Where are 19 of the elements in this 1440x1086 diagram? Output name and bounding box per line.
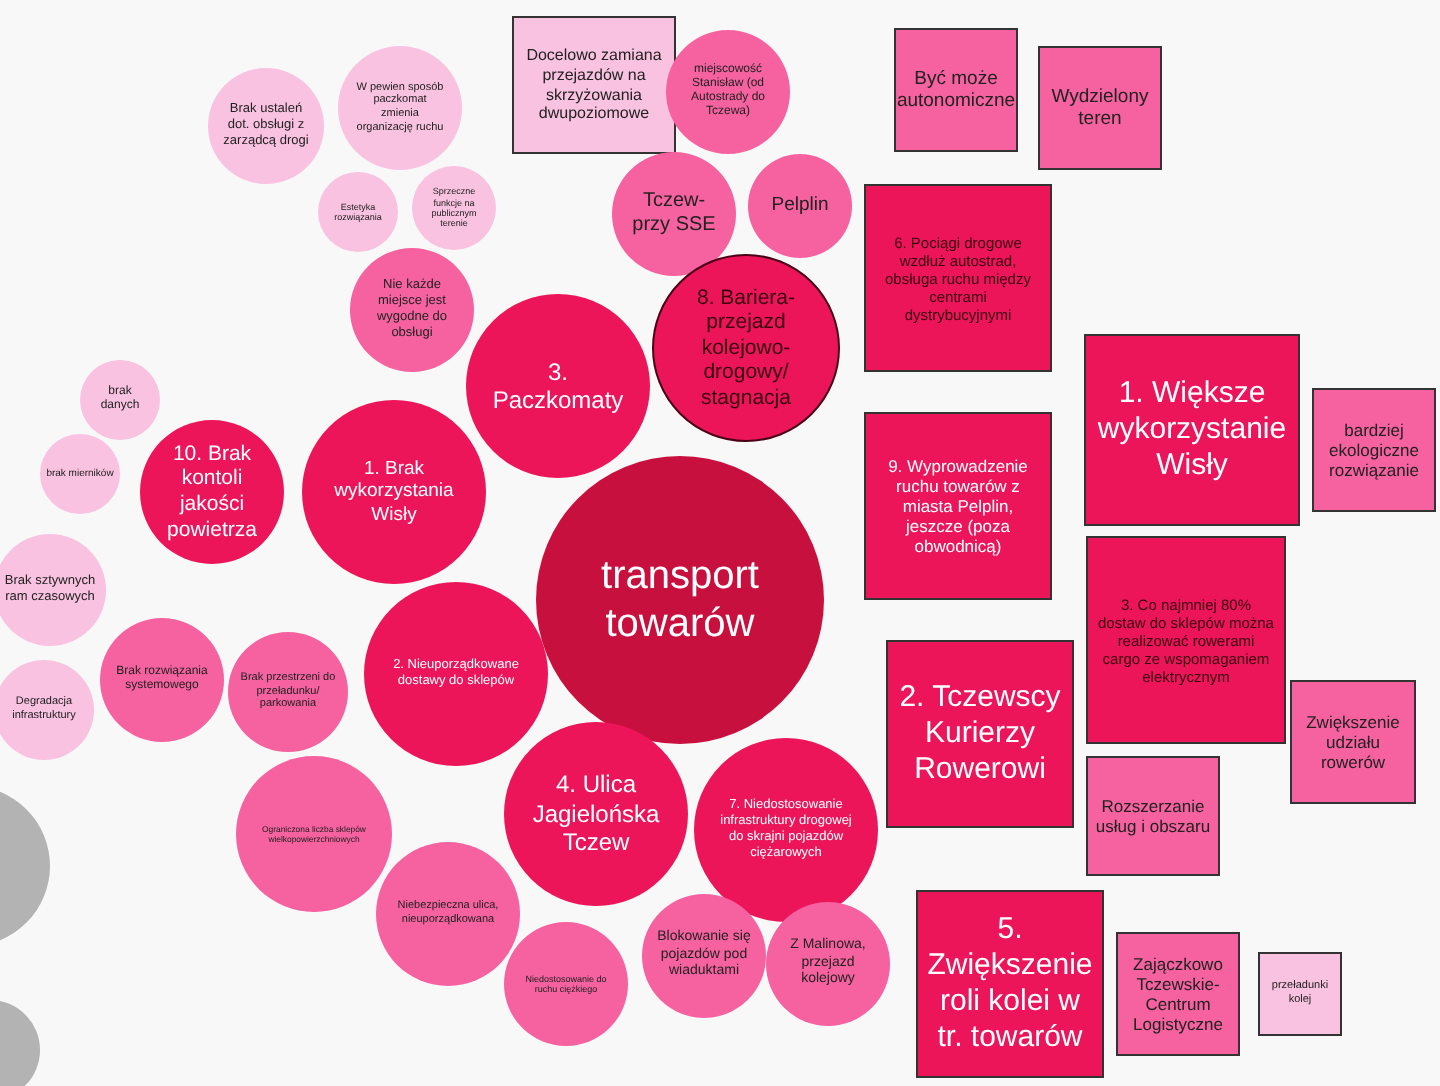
sticky-note: 5. Zwiększenie roli kolei w tr. towarów [916, 890, 1104, 1078]
topic-bubble: 4. Ulica Jagielońska Tczew [504, 722, 688, 906]
topic-bubble: Tczew- przy SSE [612, 152, 736, 276]
sticky-note: 9. Wyprowadzenie ruchu towarów z miasta Pelplin, jeszcze (poza obwodnicą) [864, 412, 1052, 600]
sticky-note: Docelowo zamiana przejazdów na skrzyżowania dwupoziomowe [512, 16, 676, 154]
sticky-note: Być może autonomiczne [894, 28, 1018, 152]
topic-bubble: 8. Bariera- przejazd kolejowo- drogowy/ stagnacja [652, 254, 840, 442]
topic-bubble: Pelplin [748, 154, 852, 258]
topic-bubble: 10. Brak kontoli jakości powietrza [140, 420, 284, 564]
sticky-note: Zajączkowo Tczewskie- Centrum Logistyczne [1116, 932, 1240, 1056]
sticky-note: bardziej ekologiczne rozwiązanie [1312, 388, 1436, 512]
topic-bubble: 1. Brak wykorzystania Wisły [302, 400, 486, 584]
sticky-note: Zwiększenie udziału rowerów [1290, 680, 1416, 804]
sticky-note: 1. Większe wykorzystanie Wisły [1084, 334, 1300, 526]
topic-bubble: 3. Paczkomaty [466, 294, 650, 478]
topic-bubble: transport towarów [536, 456, 824, 744]
sticky-note: 2. Tczewscy Kurierzy Rowerowi [886, 640, 1074, 828]
sticky-note: Wydzielony teren [1038, 46, 1162, 170]
sticky-note: Rozszerzanie usług i obszaru [1086, 756, 1220, 876]
